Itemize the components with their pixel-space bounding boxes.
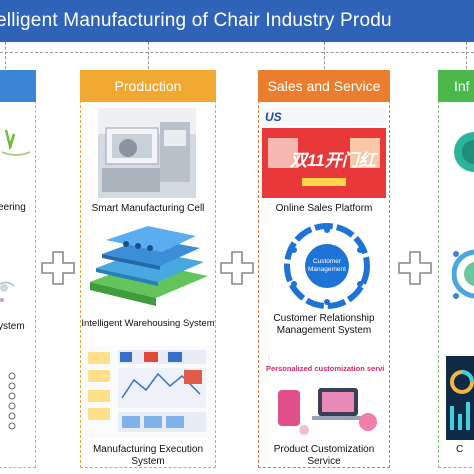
design-header (0, 70, 36, 102)
plus-icon (398, 251, 432, 285)
online-sales-platform-image: US 双11开门红 (262, 108, 386, 198)
mes-image (84, 346, 212, 438)
customization-caption-line1: Product Customization (273, 444, 375, 455)
customization-caption-line2: Service (307, 456, 341, 467)
connector-branch (5, 42, 6, 69)
customization-banner-text: Personalized customization service (266, 364, 384, 373)
info-image-2 (452, 230, 474, 318)
sales-header: Sales and Service (258, 70, 390, 102)
connector-branch (148, 42, 149, 69)
production-header: Production (80, 70, 216, 102)
info-caption-3: C (456, 444, 464, 455)
info-image-1 (452, 112, 474, 198)
crm-center-label: Customer Management (308, 258, 346, 273)
intelligent-warehousing-image (86, 224, 210, 314)
plus-icon (220, 251, 254, 285)
design-caption-2: ystem (0, 321, 25, 332)
title-bar: elligent Manufacturing of Chair Industry… (0, 0, 474, 42)
info-image-3 (446, 356, 474, 440)
page-title: elligent Manufacturing of Chair Industry… (0, 10, 392, 31)
intelligent-warehousing-caption: Intelligent Warehousing System (81, 318, 215, 329)
connector-branch (466, 42, 467, 69)
connector-branch (324, 42, 325, 69)
crm-caption-line1: Customer Relationship (273, 313, 375, 324)
design-image-1 (0, 112, 34, 192)
online-sales-caption: Online Sales Platform (275, 203, 373, 214)
smart-manufacturing-cell-image (98, 108, 196, 198)
sales-logo-text: US (265, 110, 282, 124)
design-image-3 (2, 370, 34, 448)
mes-caption-line2: System (131, 456, 165, 467)
smart-manufacturing-cell-caption: Smart Manufacturing Cell (91, 203, 205, 214)
mes-caption-line1: Manufacturing Execution (92, 444, 204, 455)
sales-banner-text: 双11开门红 (290, 151, 376, 170)
connector-line (0, 52, 474, 53)
product-customization-image: Personalized customization service (264, 360, 384, 440)
design-caption-1: eering (0, 202, 26, 213)
crm-caption-line2: Management System (276, 325, 372, 336)
info-header: Inf (438, 70, 474, 102)
plus-icon (41, 251, 75, 285)
crm-image: Customer Management (280, 222, 374, 310)
design-image-2 (0, 240, 34, 320)
